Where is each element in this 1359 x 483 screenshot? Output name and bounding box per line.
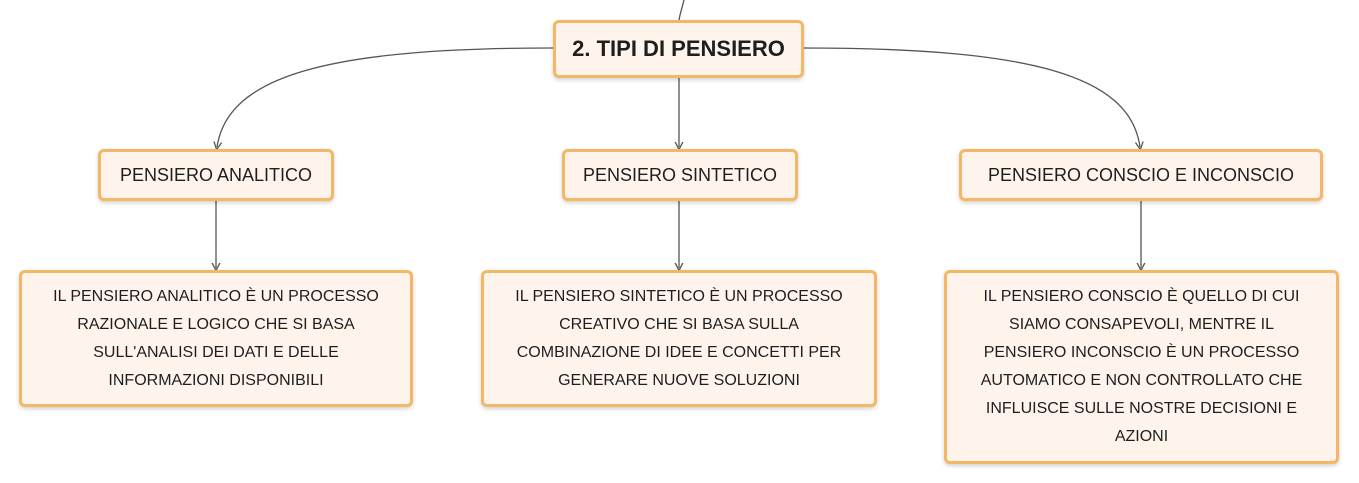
branch-node-label: PENSIERO CONSCIO E INCONSCIO <box>987 164 1295 185</box>
detail-node-text: IL PENSIERO ANALITICO È UN PROCESSO RAZI… <box>53 287 379 389</box>
branch-node-label: PENSIERO SINTETICO <box>582 164 778 185</box>
detail-node-text: IL PENSIERO SINTETICO È UN PROCESSO CREA… <box>515 287 843 389</box>
branch-node-pensiero-analitico[interactable]: PENSIERO ANALITICO <box>98 149 334 201</box>
root-node[interactable]: 2. TIPI DI PENSIERO <box>553 20 804 78</box>
connector-root-to-conscio <box>803 47 1140 147</box>
incoming-connector <box>678 0 685 21</box>
connector-root-to-analitico <box>217 47 554 147</box>
branch-node-pensiero-conscio-inconscio[interactable]: PENSIERO CONSCIO E INCONSCIO <box>959 149 1323 201</box>
detail-node-pensiero-sintetico[interactable]: IL PENSIERO SINTETICO È UN PROCESSO CREA… <box>481 270 877 407</box>
detail-node-text: IL PENSIERO CONSCIO È QUELLO DI CUI SIAM… <box>980 288 1303 445</box>
branch-node-pensiero-sintetico[interactable]: PENSIERO SINTETICO <box>562 149 798 201</box>
branch-node-label: PENSIERO ANALITICO <box>119 164 313 185</box>
root-node-label: 2. TIPI DI PENSIERO <box>572 36 785 61</box>
detail-node-pensiero-conscio-inconscio[interactable]: IL PENSIERO CONSCIO È QUELLO DI CUI SIAM… <box>944 270 1339 464</box>
detail-node-pensiero-analitico[interactable]: IL PENSIERO ANALITICO È UN PROCESSO RAZI… <box>19 270 413 407</box>
